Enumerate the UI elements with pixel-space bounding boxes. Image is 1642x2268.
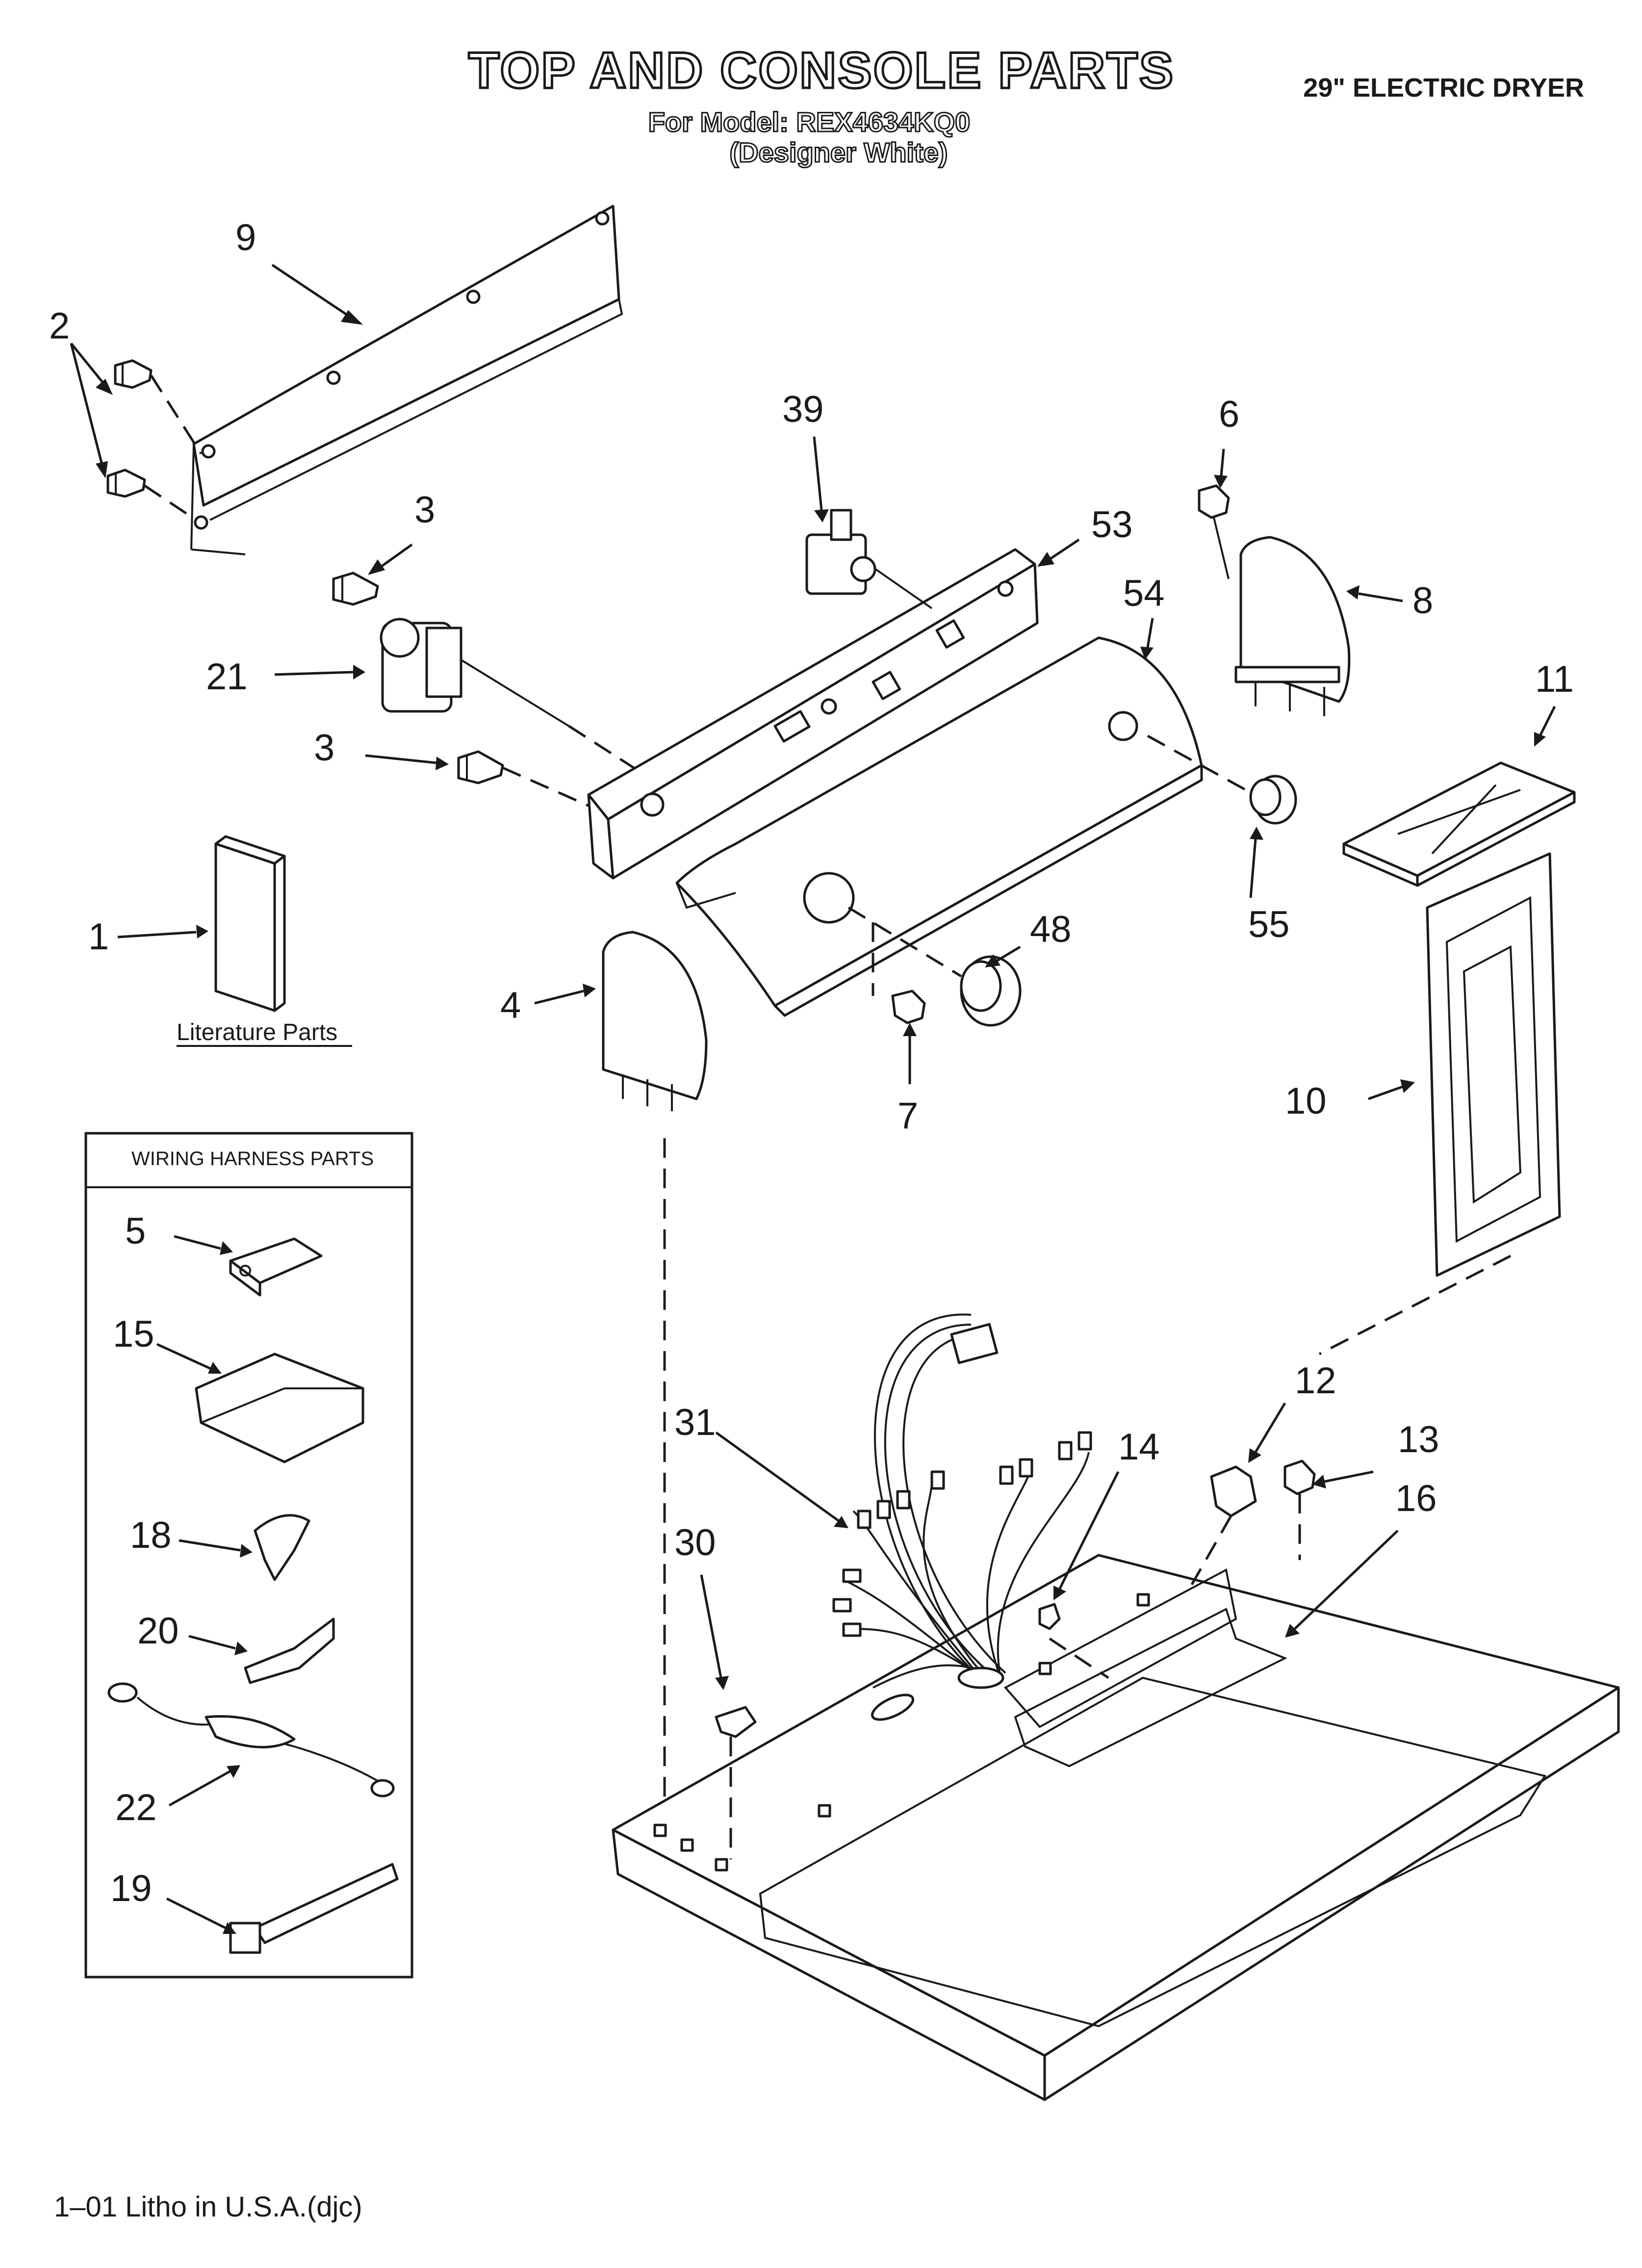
part-11-lint-cover — [1342, 761, 1576, 887]
part-48-knob — [847, 906, 1022, 1027]
model-color: (Designer White) — [729, 136, 949, 168]
callout-10: 10 — [1285, 1080, 1327, 1122]
part-12-bracket — [1190, 1465, 1257, 1586]
part-5-connector — [229, 1237, 323, 1297]
part-16-top-panel — [612, 1554, 1620, 2101]
callout-19: 19 — [110, 1868, 152, 1909]
part-1-literature — [214, 835, 286, 1012]
callout-8: 8 — [1412, 580, 1433, 622]
part-55-knob — [1147, 734, 1297, 825]
callout-22: 22 — [115, 1787, 157, 1828]
part-31-harness — [832, 1313, 1092, 1721]
callout-9: 9 — [235, 217, 256, 259]
callout-18: 18 — [130, 1514, 172, 1556]
part-30-clip — [715, 1706, 757, 1738]
page-title-text: TOP AND CONSOLE PARTS — [467, 42, 1175, 99]
part-8-end-cap — [1234, 536, 1351, 716]
callout-3-upper: 3 — [414, 489, 435, 531]
harness-box-title: WIRING HARNESS PARTS — [131, 1148, 374, 1170]
part-54-console — [675, 636, 1203, 1017]
callout-20: 20 — [137, 1610, 179, 1652]
callout-2: 2 — [49, 305, 70, 347]
callout-31: 31 — [674, 1402, 716, 1443]
literature-label-group: Literature Parts — [177, 1019, 352, 1047]
print-info: 1–01 Litho in U.S.A.(djc) — [54, 2191, 362, 2223]
part-18-clip — [254, 1514, 310, 1581]
part-9-rear-bracket — [190, 205, 623, 555]
part-7-screw — [872, 922, 926, 1024]
callout-39: 39 — [782, 389, 824, 430]
part-6-screw — [1198, 484, 1230, 579]
model-number: For Model: REX4634KQ0 — [647, 106, 971, 138]
callout-16: 16 — [1395, 1478, 1437, 1519]
callout-6: 6 — [1219, 393, 1239, 435]
part-39-switch — [805, 509, 933, 609]
part-22-sensor-lead — [107, 1682, 395, 1798]
part-19-cable-tie — [229, 1863, 399, 1954]
callout-11: 11 — [1535, 658, 1574, 700]
part-15-connector-block — [195, 1353, 364, 1463]
wiring-harness-box: WIRING HARNESS PARTS — [84, 1132, 413, 1979]
callout-53: 53 — [1091, 504, 1133, 546]
callout-7: 7 — [898, 1095, 918, 1137]
callout-13: 13 — [1398, 1419, 1439, 1460]
callout-5: 5 — [125, 1210, 146, 1252]
callout-48: 48 — [1030, 909, 1072, 950]
part-4-end-cap — [602, 931, 708, 1825]
part-13-screw — [1283, 1460, 1316, 1560]
part-3-screws — [332, 572, 609, 816]
callout-21: 21 — [206, 656, 248, 698]
callout-numbers: 9 2 3 21 3 39 53 54 6 8 11 55 48 7 4 10 … — [49, 217, 1574, 1909]
callout-12: 12 — [1295, 1360, 1336, 1402]
part-53-control-rail — [587, 548, 1039, 880]
callout-4: 4 — [500, 985, 521, 1026]
page-title: TOP AND CONSOLE PARTS — [466, 42, 1177, 99]
part-21-timer — [380, 618, 639, 772]
part-20-terminal — [244, 1617, 335, 1684]
literature-label: Literature Parts — [177, 1019, 337, 1045]
callout-30: 30 — [674, 1522, 716, 1564]
part-14-clip — [1038, 1603, 1061, 1630]
callout-15: 15 — [113, 1313, 154, 1355]
callout-3-lower: 3 — [314, 727, 334, 769]
callout-14: 14 — [1118, 1426, 1160, 1468]
part-10-lint-screen — [1318, 852, 1561, 1356]
callout-55: 55 — [1248, 904, 1290, 945]
callout-1: 1 — [88, 916, 109, 958]
leader-lines — [70, 263, 1556, 1934]
callout-54: 54 — [1123, 573, 1165, 614]
model-info: For Model: REX4634KQ0 (Designer White) — [633, 106, 986, 168]
product-type: 29" ELECTRIC DRYER — [1303, 73, 1584, 103]
part-2-screws — [106, 359, 203, 521]
